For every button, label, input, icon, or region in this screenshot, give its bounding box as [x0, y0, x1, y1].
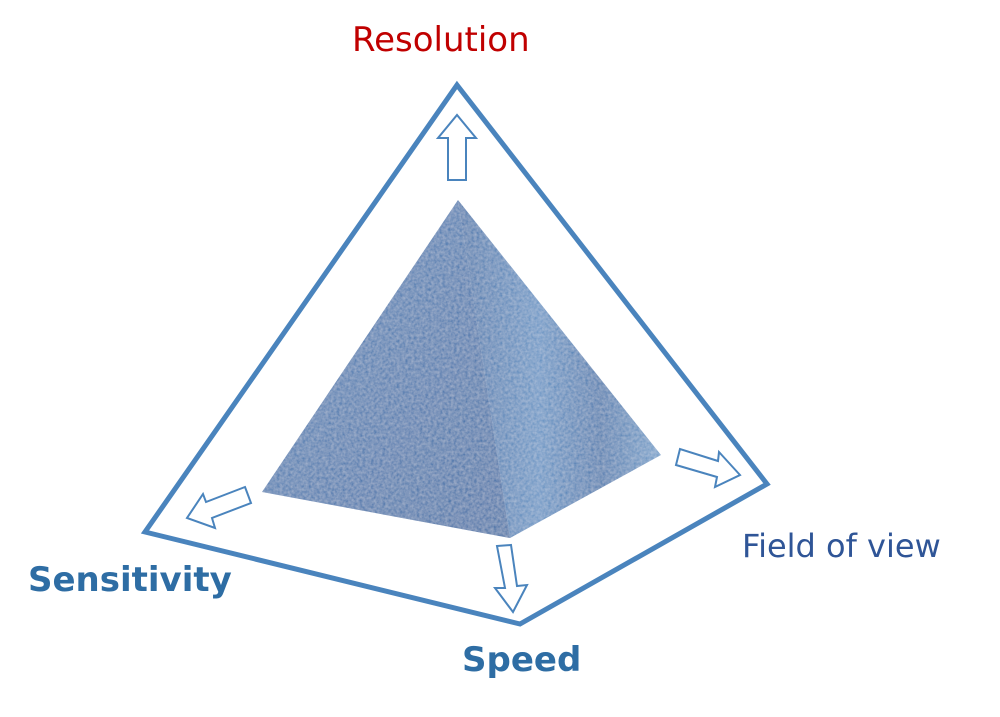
pyramid-right-face: [458, 200, 661, 538]
outer-frame: [140, 80, 771, 627]
arrow-left-icon: [185, 485, 253, 530]
arrow-down-icon: [493, 543, 529, 614]
label-speed: Speed: [462, 640, 582, 680]
arrow-up-icon: [435, 113, 479, 181]
label-sensitivity: Sensitivity: [28, 560, 232, 600]
label-resolution: Resolution: [352, 20, 530, 60]
pyramid-left-face: [262, 200, 510, 538]
arrow-right-icon: [674, 447, 742, 489]
label-field-of-view: Field of view: [742, 527, 941, 565]
